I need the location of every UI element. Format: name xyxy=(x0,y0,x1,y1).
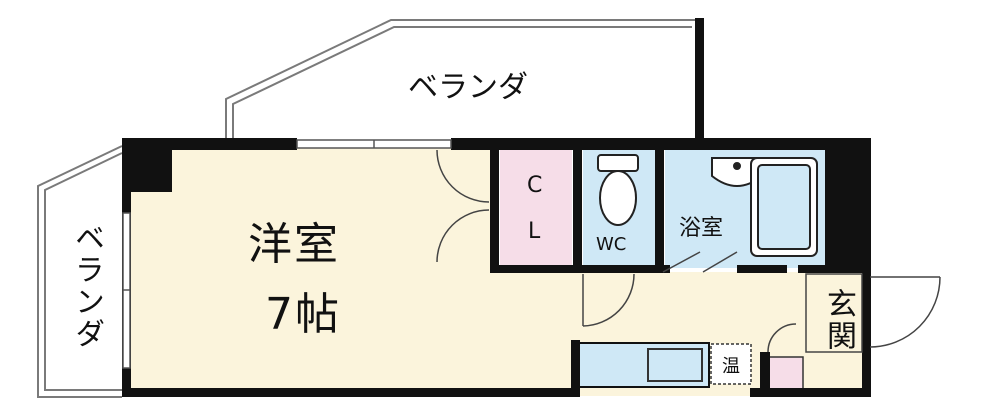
closet-label-line2: L xyxy=(528,219,541,244)
water-heater-box xyxy=(710,343,752,385)
window-top xyxy=(296,139,452,149)
window-left xyxy=(122,212,131,369)
bath-label: 浴室 xyxy=(679,216,724,241)
closet-label-line1: C xyxy=(527,173,543,198)
main-room-name-label: 洋室 xyxy=(248,219,340,270)
water-heater-label: 温 xyxy=(722,356,740,377)
main-room-floor xyxy=(122,144,492,396)
door-swings xyxy=(436,149,941,353)
closet-floor xyxy=(500,150,572,268)
bath-fixtures xyxy=(711,157,818,257)
entrance-label: 玄関 xyxy=(821,288,856,352)
main-room-size-label: 7帖 xyxy=(265,289,341,340)
balcony-left-label: ベランダ xyxy=(69,222,104,350)
toilet-fixture xyxy=(597,154,639,226)
toilet-label: WC xyxy=(596,234,627,255)
balcony-left-outline xyxy=(37,145,123,398)
balcony-top-label: ベランダ xyxy=(408,70,528,105)
shoe-box xyxy=(765,356,804,394)
sink-basin xyxy=(647,348,703,382)
